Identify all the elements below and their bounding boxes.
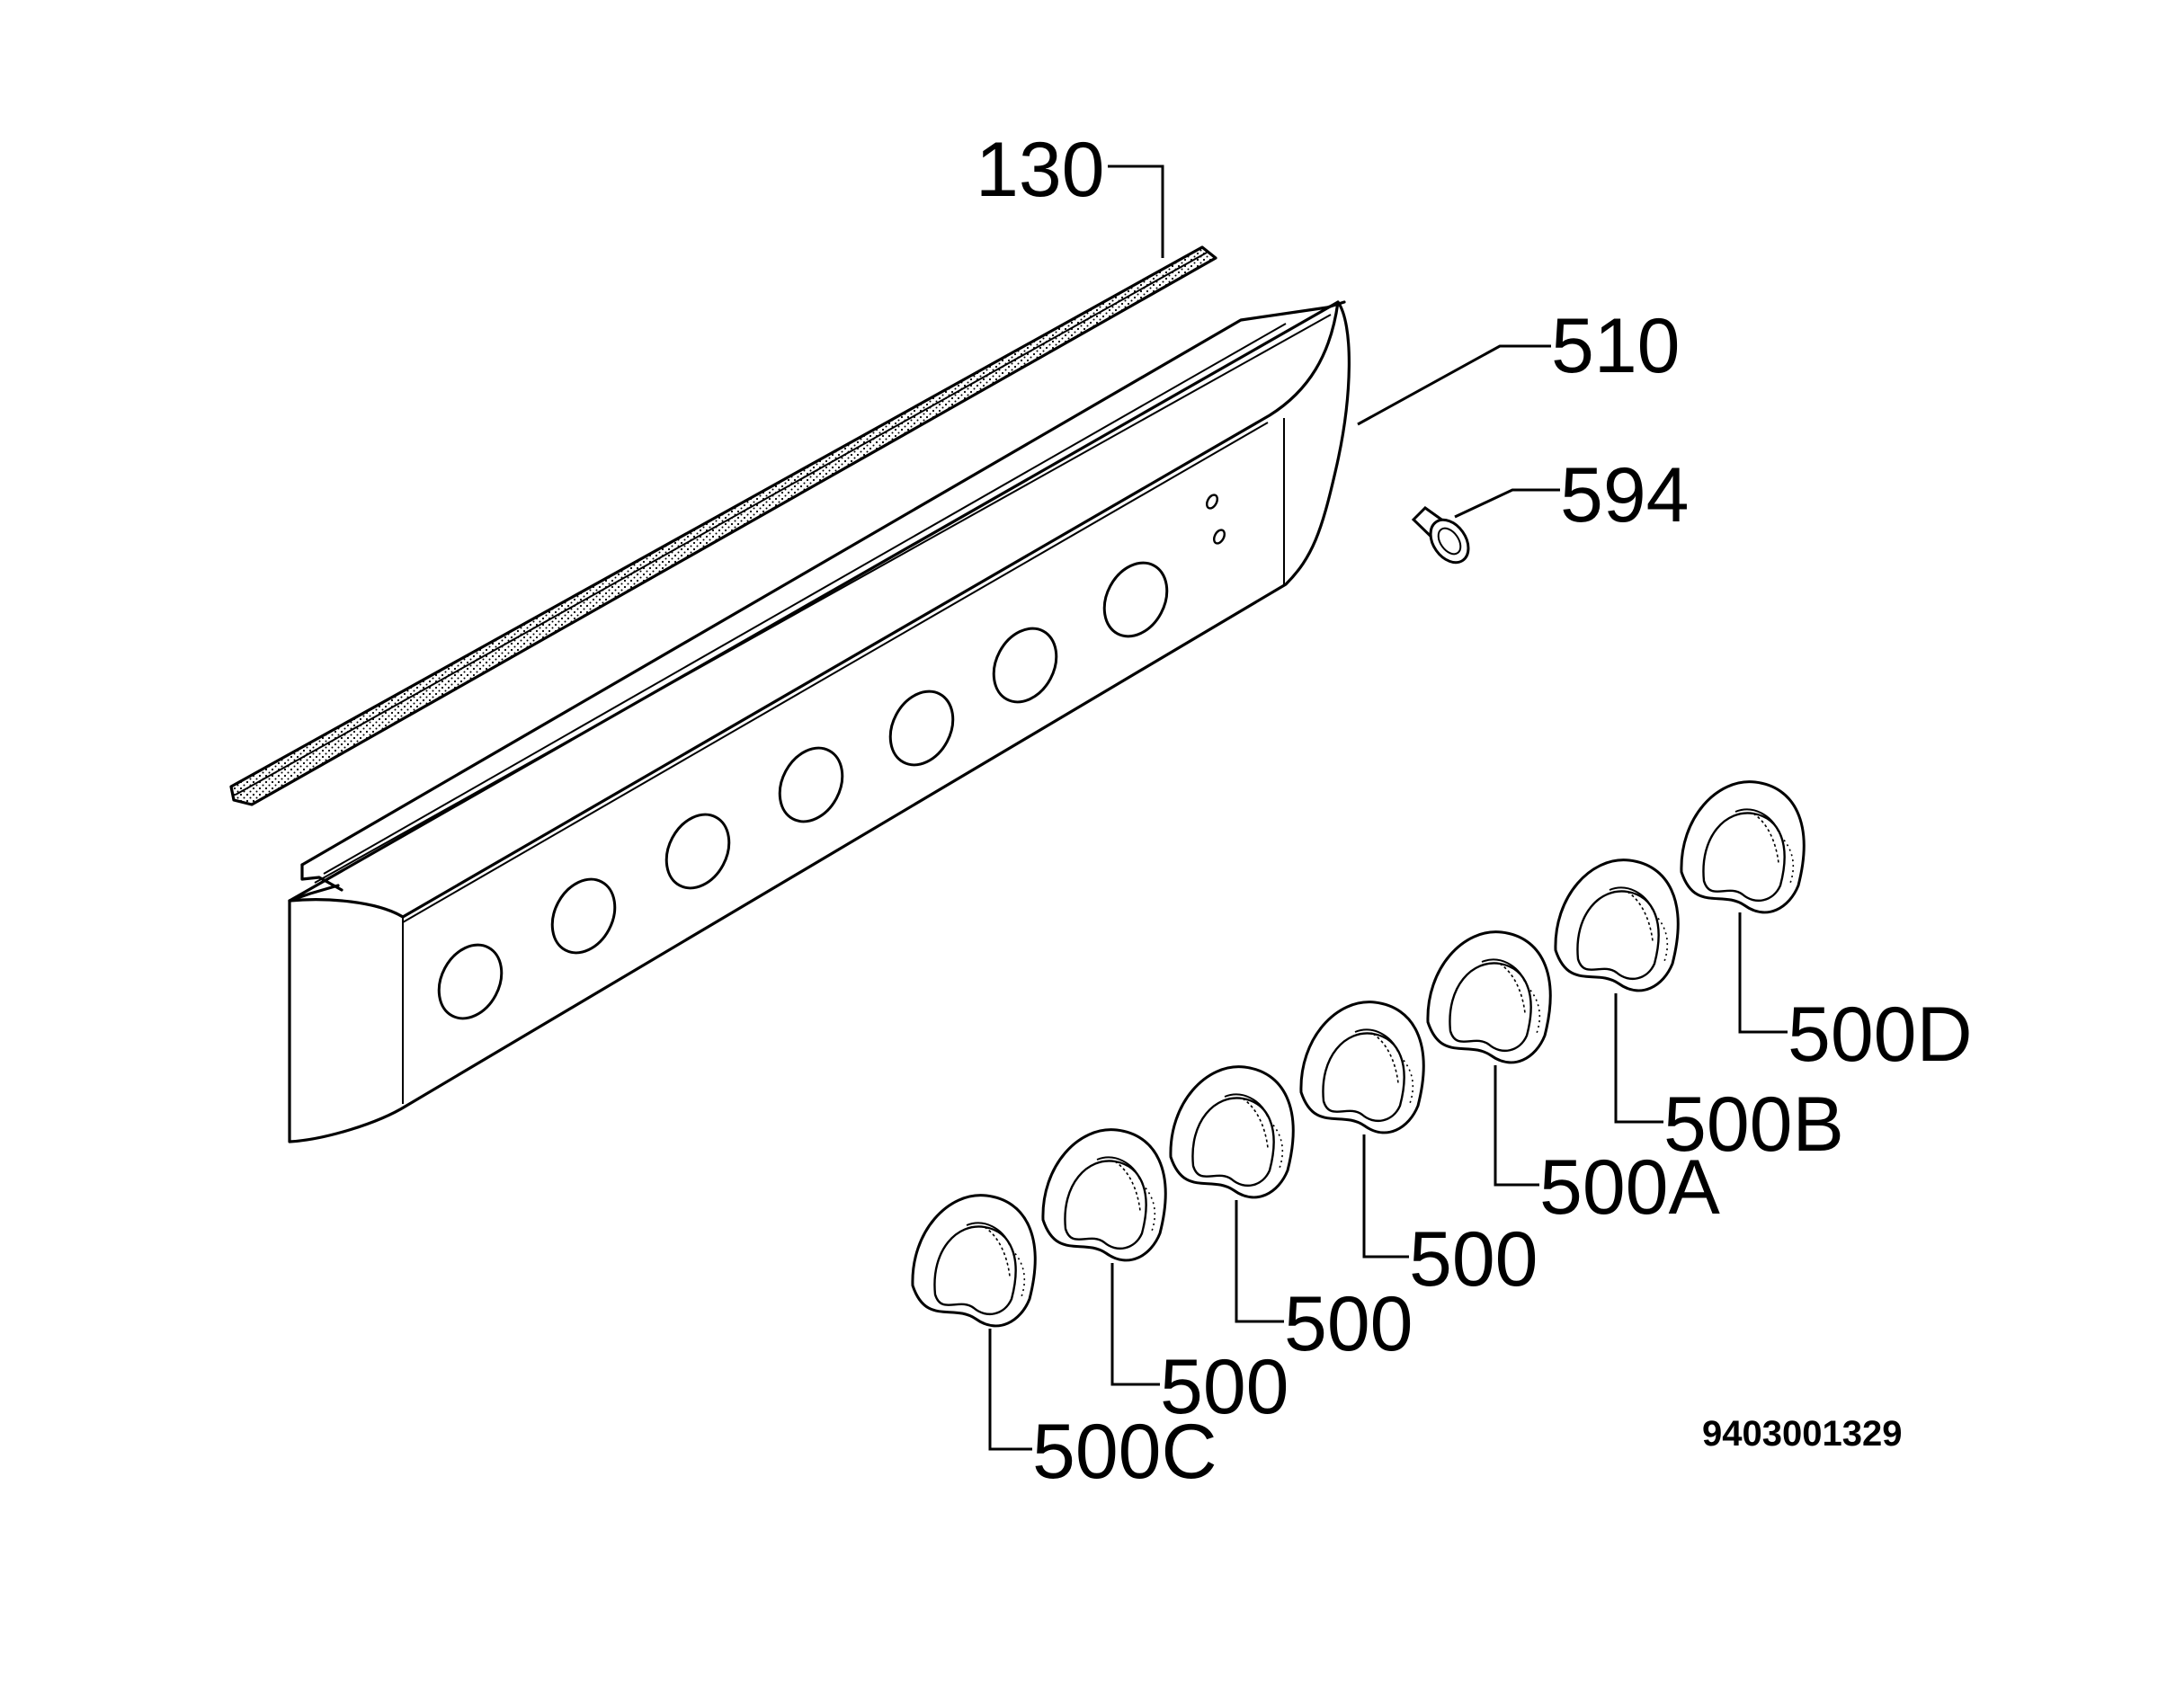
indicator-holes (1206, 494, 1226, 545)
label-500-c: 500 (1409, 1216, 1538, 1303)
knob-holes (437, 561, 1169, 1020)
control-panel (288, 300, 1351, 1143)
label-510: 510 (1551, 303, 1681, 389)
knob-500c (911, 1194, 1037, 1328)
label-500b: 500B (1663, 1081, 1844, 1168)
label-500-b: 500 (1284, 1281, 1413, 1367)
knob-500-c (1299, 1001, 1425, 1134)
label-594: 594 (1560, 452, 1690, 538)
label-500a: 500A (1539, 1144, 1720, 1231)
knob-500d (1680, 780, 1806, 914)
label-500c: 500C (1032, 1409, 1217, 1495)
label-130: 130 (976, 127, 1105, 213)
document-number: 9403001329 (1702, 1414, 1902, 1454)
sealing-strip (229, 245, 1217, 806)
knob-500-b (1169, 1065, 1295, 1199)
label-500d: 500D (1788, 992, 1973, 1078)
knob-500b (1554, 858, 1680, 992)
indicator-lamp (1411, 506, 1470, 565)
knob-500a (1426, 930, 1552, 1064)
knob-500-a (1041, 1128, 1167, 1262)
label-500-a: 500 (1160, 1344, 1289, 1430)
leader-lines (988, 165, 1788, 1451)
